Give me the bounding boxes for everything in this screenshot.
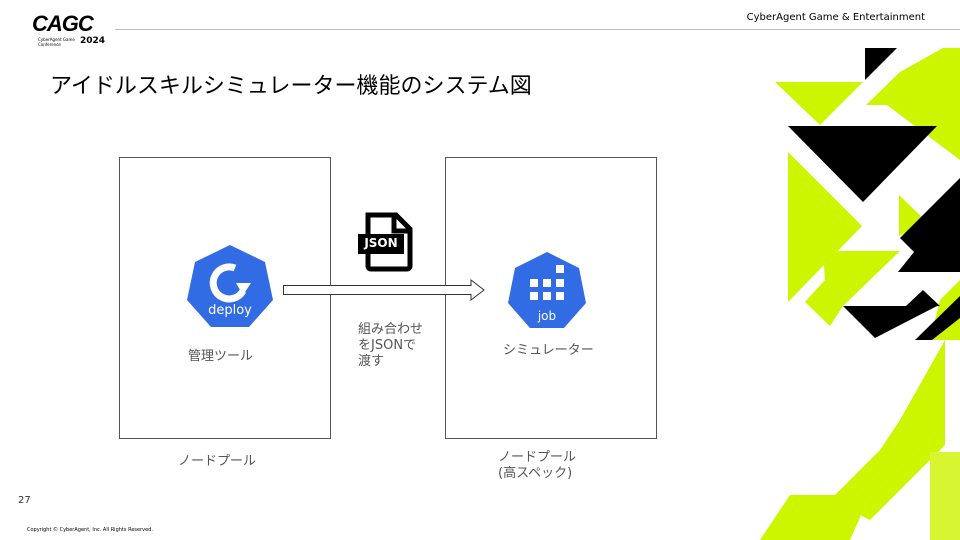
company-name: CyberAgent Game & Entertainment xyxy=(746,12,925,23)
high-spec-pool-label: ノードプール (高スペック) xyxy=(498,450,576,482)
job-icon-label: job xyxy=(537,309,557,323)
header-divider xyxy=(115,29,960,30)
arrow-icon xyxy=(283,279,485,301)
admin-tool-label: 管理ツール xyxy=(188,349,254,364)
json-file-icon xyxy=(358,212,413,272)
json-icon-label: JSON xyxy=(364,236,398,250)
page-number: 27 xyxy=(18,495,31,506)
copyright: Copyright © CyberAgent, Inc. All Rights … xyxy=(27,527,153,533)
arrow-label-line: 組み合わせ xyxy=(358,322,424,337)
arrow-label-line: をJSONで xyxy=(358,338,417,353)
pool-label-line: ノードプール xyxy=(498,450,577,465)
k8s-job-icon xyxy=(508,252,586,328)
arrow-label: 組み合わせ をJSONで 渡す xyxy=(358,322,423,370)
pool-label-line: (高スペック) xyxy=(498,466,573,481)
logo-year: 2024 xyxy=(80,36,106,46)
logo-subtitle: CyberAgent Game Conference xyxy=(38,37,75,47)
simulator-label: シミュレーター xyxy=(503,343,594,358)
arrow-label-line: 渡す xyxy=(358,354,385,369)
slide-title: アイドルスキルシミュレーター機能のシステム図 xyxy=(50,74,532,99)
k8s-deploy-icon xyxy=(187,245,273,327)
node-pool-label: ノードプール xyxy=(178,454,257,469)
cagc-logo: CAGC xyxy=(32,11,94,36)
deploy-icon-label: deploy xyxy=(208,303,252,318)
